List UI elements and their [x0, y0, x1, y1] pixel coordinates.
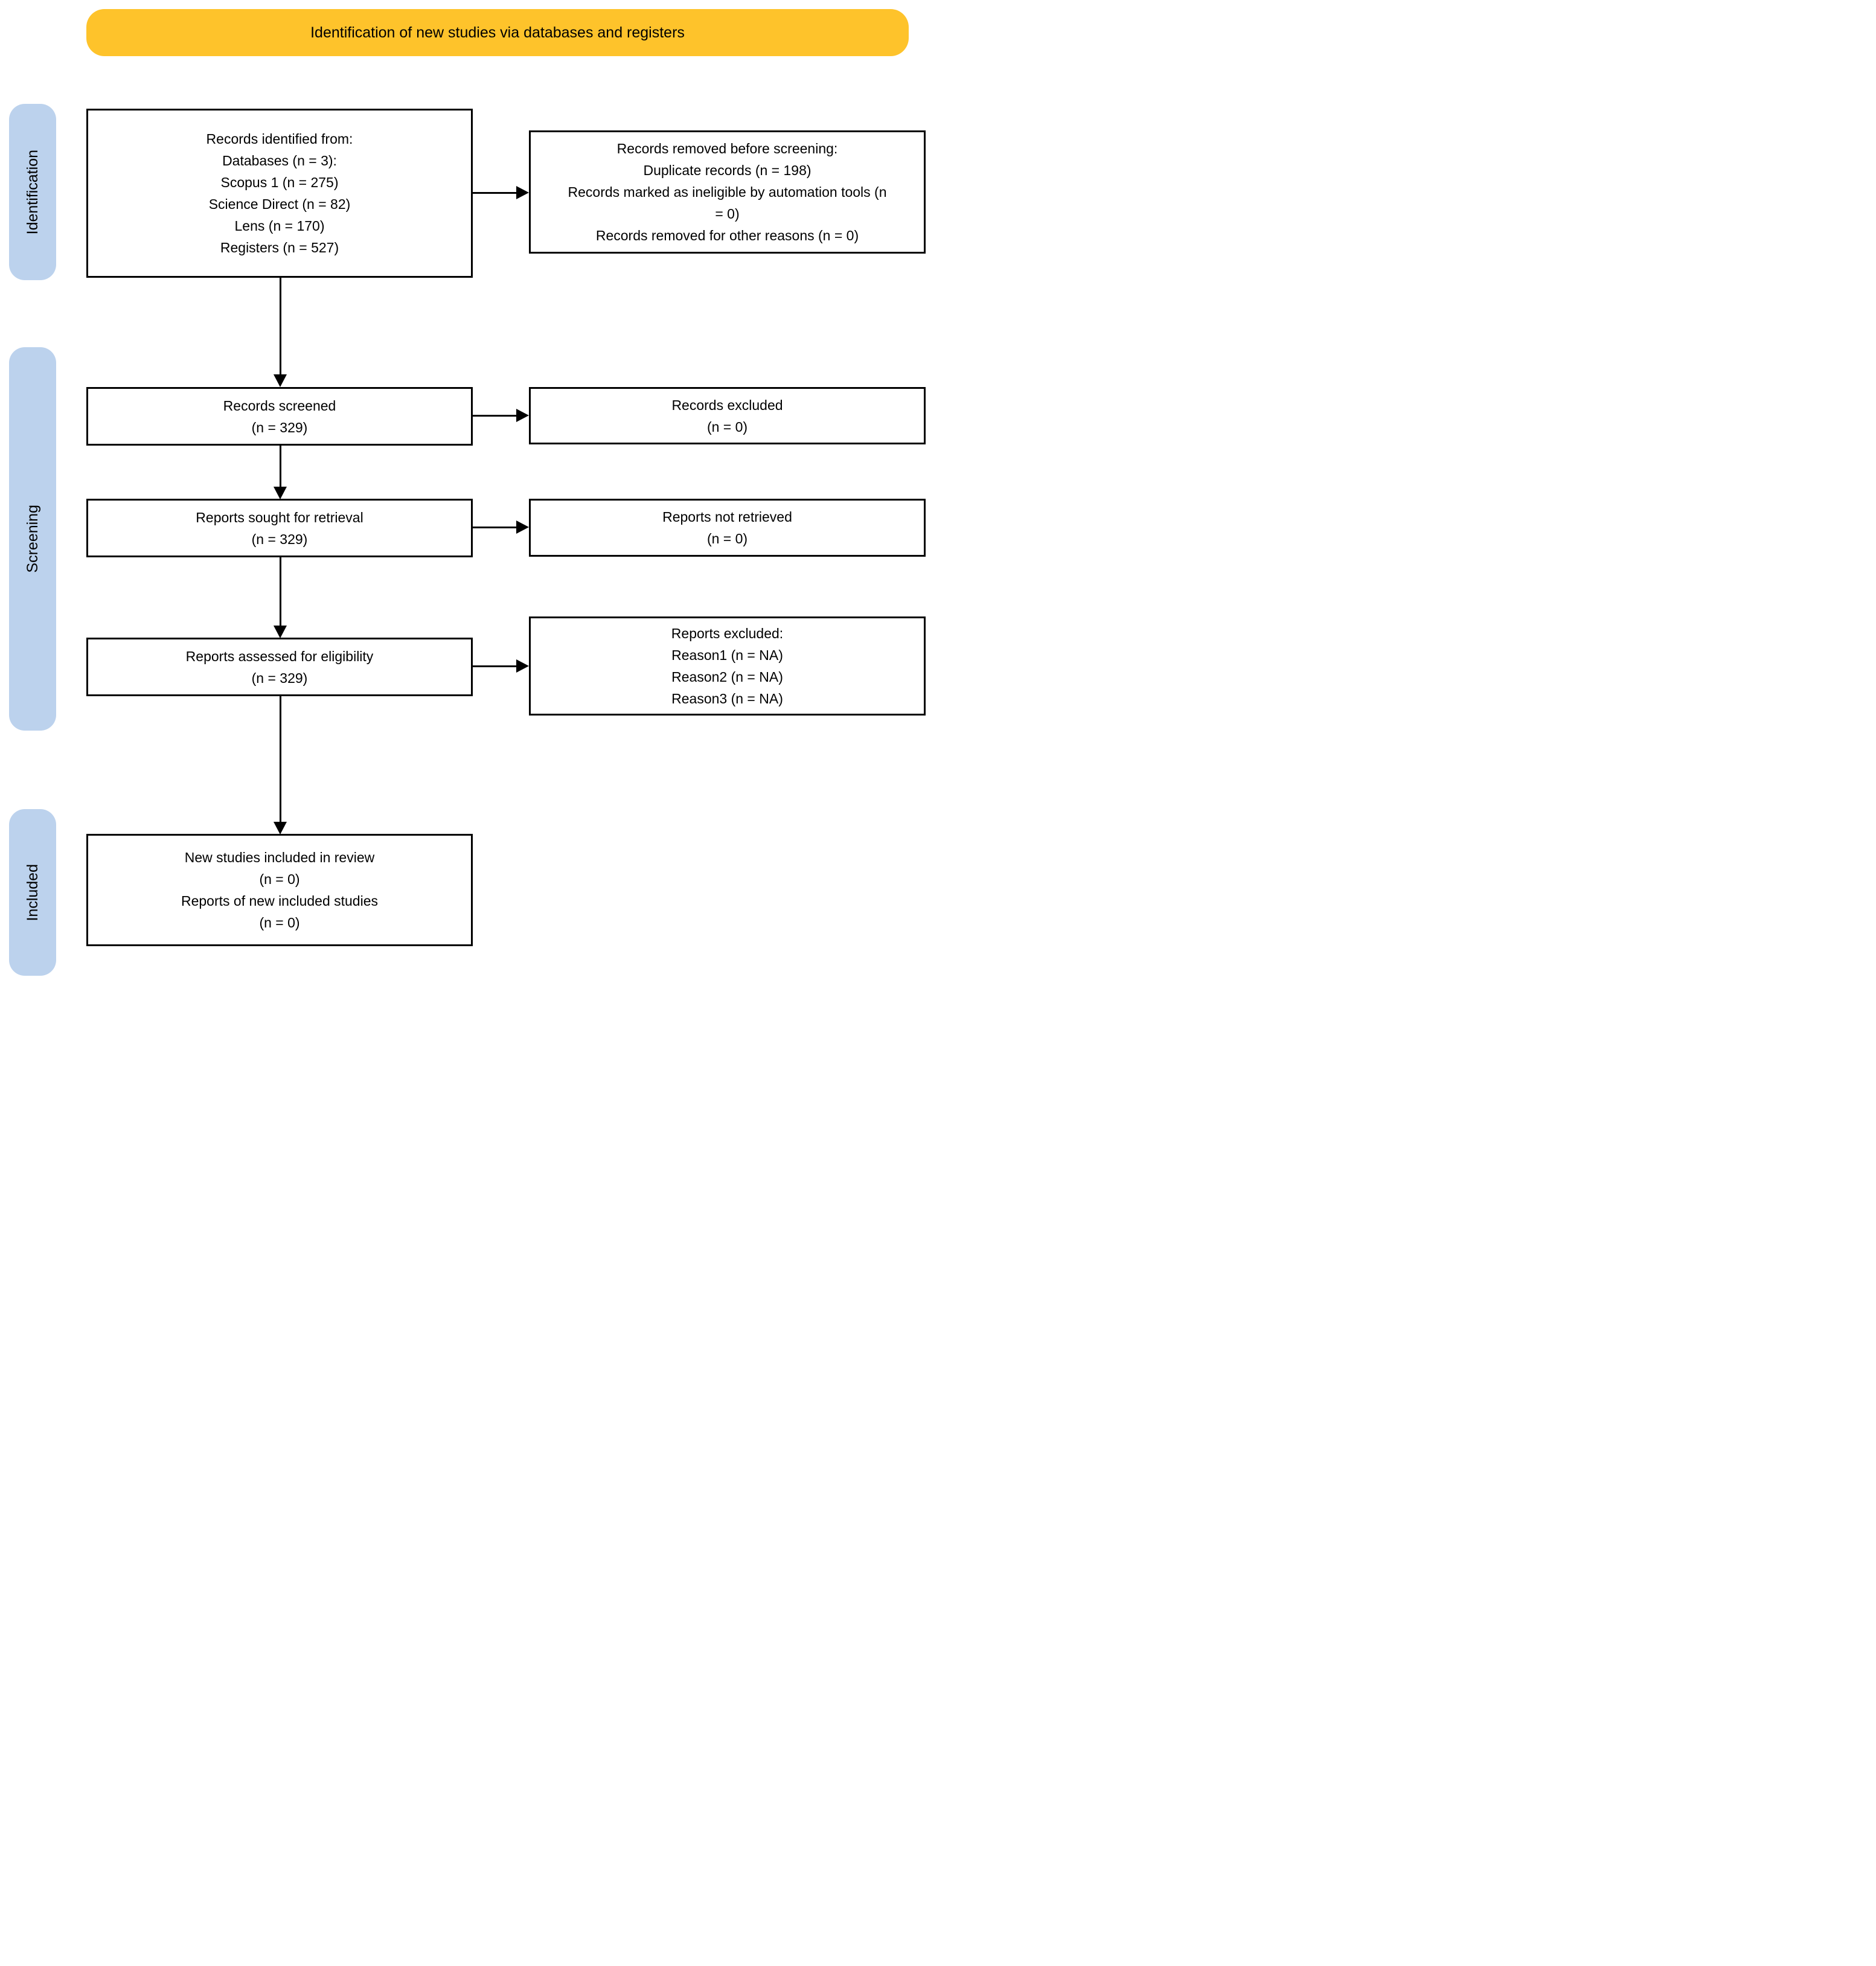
box-line: Reason2 (n = NA)	[671, 669, 783, 685]
box-line: Scopus 1 (n = 275)	[220, 175, 339, 190]
box-reports-not-retrieved: Reports not retrieved (n = 0)	[529, 499, 926, 557]
box-line: Duplicate records (n = 198)	[643, 162, 812, 178]
stage-label-screening: Screening	[9, 347, 56, 731]
title-banner: Identification of new studies via databa…	[86, 9, 909, 56]
arrow-identified-to-removed-line	[473, 192, 517, 194]
arrow-screened-to-sought-head	[274, 487, 287, 499]
box-line: Records screened	[223, 397, 336, 414]
box-line: (n = 329)	[251, 419, 308, 435]
box-line: (n = 329)	[251, 670, 308, 686]
box-line: Reports of new included studies	[181, 893, 379, 909]
arrow-sought-to-notretrieved-head	[516, 520, 529, 534]
arrow-screened-to-sought-line	[280, 446, 281, 488]
box-reports-assessed: Reports assessed for eligibility (n = 32…	[86, 638, 473, 696]
arrow-assessed-to-reportsexcluded-line	[473, 665, 517, 667]
box-reports-sought: Reports sought for retrieval (n = 329)	[86, 499, 473, 557]
box-line: Reports excluded:	[671, 626, 784, 641]
box-reports-excluded: Reports excluded: Reason1 (n = NA) Reaso…	[529, 616, 926, 716]
box-line: Registers (n = 527)	[220, 240, 339, 255]
box-line: Databases (n = 3):	[222, 153, 337, 168]
box-line: Reason1 (n = NA)	[671, 647, 783, 663]
box-records-removed: Records removed before screening: Duplic…	[529, 130, 926, 254]
box-line: Reports sought for retrieval	[196, 509, 363, 525]
box-records-identified: Records identified from: Databases (n = …	[86, 109, 473, 278]
arrow-assessed-to-included-head	[274, 822, 287, 834]
arrow-screened-to-excluded-head	[516, 409, 529, 422]
stage-label-identification-text: Identification	[24, 149, 41, 235]
box-line: (n = 0)	[259, 871, 300, 887]
box-line: Reports not retrieved	[662, 509, 792, 525]
box-line: Reason3 (n = NA)	[671, 691, 783, 706]
stage-label-screening-text: Screening	[24, 505, 41, 573]
box-line: Science Direct (n = 82)	[208, 196, 351, 212]
box-line: Lens (n = 170)	[234, 218, 325, 234]
box-line: Records removed before screening:	[616, 141, 838, 156]
box-line: (n = 329)	[251, 531, 308, 547]
prisma-flow-diagram: Identification of new studies via databa…	[0, 0, 938, 983]
arrow-assessed-to-reportsexcluded-head	[516, 659, 529, 673]
box-line: Records excluded	[671, 397, 783, 413]
box-records-excluded: Records excluded (n = 0)	[529, 387, 926, 444]
box-records-screened: Records screened (n = 329)	[86, 387, 473, 446]
box-line: Records identified from:	[206, 131, 353, 147]
arrow-identified-to-removed-head	[516, 186, 529, 199]
arrow-screened-to-excluded-line	[473, 415, 517, 417]
box-line: (n = 0)	[706, 418, 748, 435]
arrow-sought-to-notretrieved-line	[473, 527, 517, 528]
arrow-sought-to-assessed-head	[274, 626, 287, 638]
box-line: Records marked as ineligible by automati…	[568, 184, 887, 222]
box-line: (n = 0)	[259, 915, 300, 930]
arrow-assessed-to-included-line	[280, 696, 281, 823]
arrow-identified-to-screened-head	[274, 374, 287, 387]
title-banner-label: Identification of new studies via databa…	[310, 24, 685, 41]
arrow-sought-to-assessed-line	[280, 557, 281, 627]
box-new-studies-included: New studies included in review (n = 0) R…	[86, 834, 473, 946]
box-line: (n = 0)	[706, 531, 748, 546]
arrow-identified-to-screened-line	[280, 278, 281, 376]
stage-label-included-text: Included	[24, 863, 41, 921]
box-line: New studies included in review	[184, 850, 375, 865]
stage-label-included: Included	[9, 809, 56, 976]
box-line: Records removed for other reasons (n = 0…	[595, 228, 859, 243]
box-line: Reports assessed for eligibility	[185, 648, 374, 664]
stage-label-identification: Identification	[9, 104, 56, 280]
